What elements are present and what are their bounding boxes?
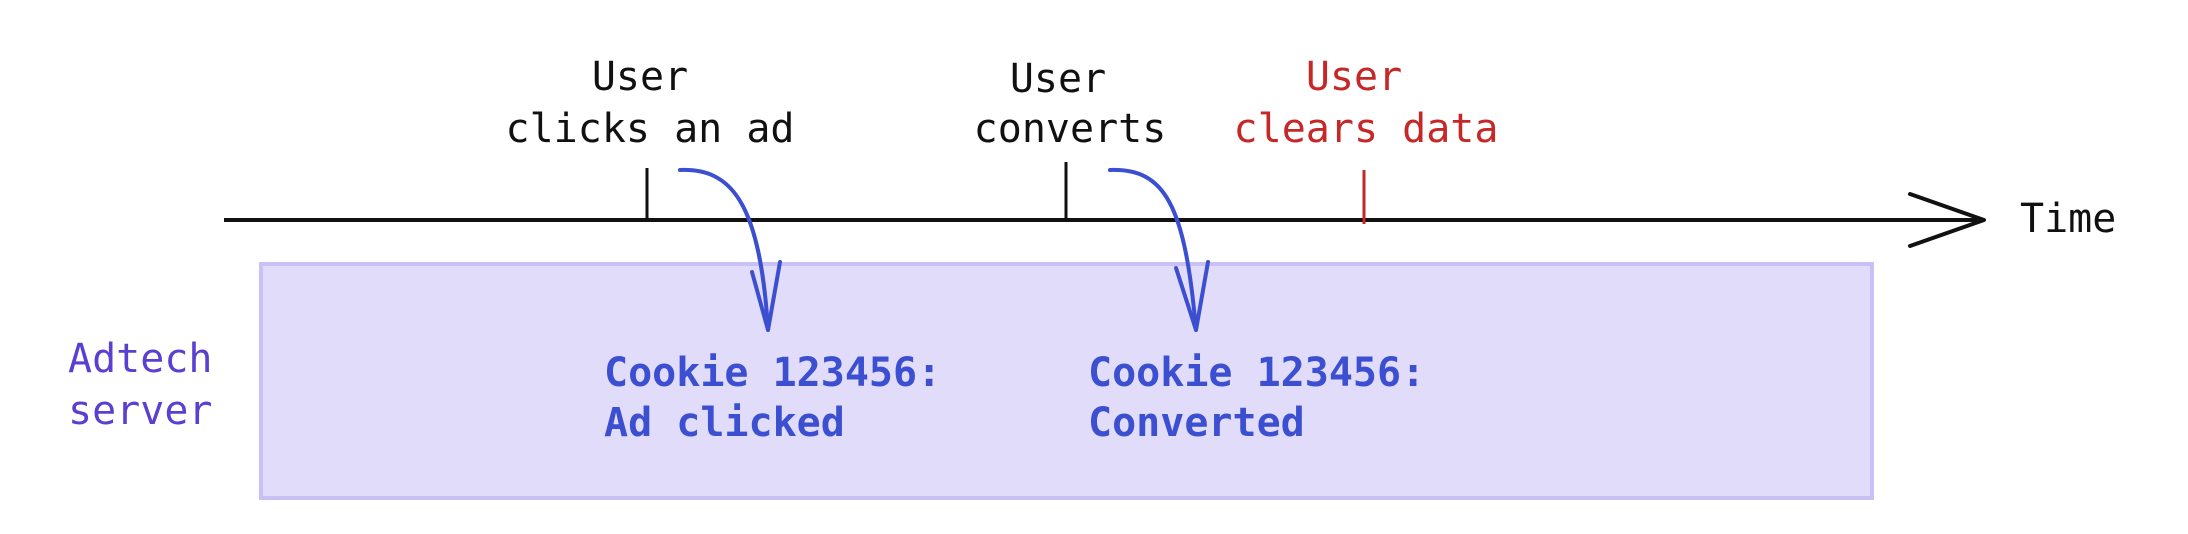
arrow-convert-to-record [1108, 167, 1198, 332]
server-label-line2: server [68, 388, 213, 434]
record-convert-line2: Converted [1088, 400, 1305, 446]
time-axis-label: Time [2020, 196, 2116, 242]
event-label-clear-line1: User [1306, 54, 1402, 100]
record-click-line2: Ad clicked [604, 400, 845, 446]
server-label-line1: Adtech [68, 336, 213, 382]
event-label-click-line2: clicks an ad [506, 106, 795, 152]
adtech-server-box [259, 262, 1874, 500]
arrow-click-to-record [678, 167, 770, 332]
event-label-convert-line2: converts [974, 106, 1167, 152]
arrow-click-arrowhead [750, 260, 782, 332]
record-convert-line1: Cookie 123456: [1088, 350, 1425, 396]
arrow-convert-arrowhead [1174, 260, 1210, 332]
event-label-clear-line2: clears data [1234, 106, 1499, 152]
time-axis-arrowhead [1908, 192, 1986, 248]
event-label-convert-line1: User [1010, 56, 1106, 102]
event-label-click-line1: User [592, 54, 688, 100]
record-click-line1: Cookie 123456: [604, 350, 941, 396]
